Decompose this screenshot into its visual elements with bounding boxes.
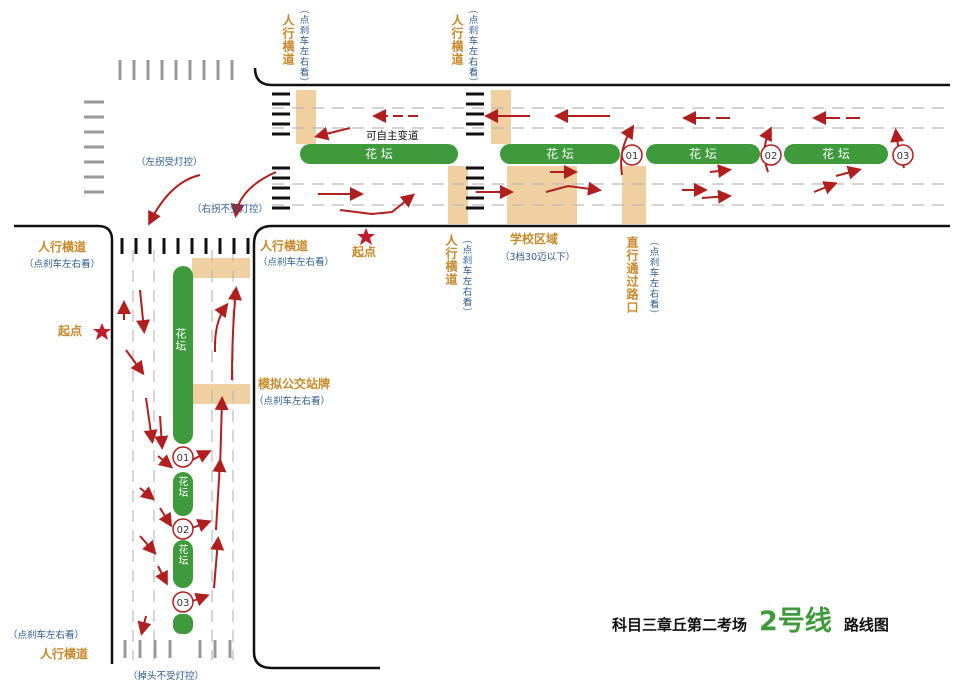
title-route: 2号线 xyxy=(759,606,832,637)
crosswalk-label-top-right: 人行横道 xyxy=(450,14,464,66)
road-edges xyxy=(14,67,950,670)
flower-bed-4: 花 坛 xyxy=(822,146,850,161)
marker-02-top xyxy=(760,144,782,166)
marker-01-side-label: 01 xyxy=(177,453,190,464)
start-label-left: 起点 xyxy=(58,324,83,338)
crosswalk-label-mid: 人行横道 xyxy=(444,234,458,286)
crossings xyxy=(192,90,646,404)
title-main: 科目三章丘第二考场 xyxy=(612,616,748,634)
checkpoint-markers xyxy=(172,144,914,613)
marker-03-top-label: 03 xyxy=(897,151,910,162)
bus-stop-label: 模拟公交站牌 xyxy=(258,377,331,391)
crosswalk-label-left: 人行横道 xyxy=(38,240,87,254)
marker-01-side xyxy=(172,446,194,468)
start-stars xyxy=(93,228,375,340)
start-star-left xyxy=(93,323,111,340)
brake-label-top-right: （点刹车左右看） xyxy=(466,4,478,88)
brake-label-straight: （点刹车左右看） xyxy=(647,236,659,320)
school-zone-label: 学校区域 xyxy=(510,232,559,246)
self-lane-change-label: 可自主变道 xyxy=(366,130,419,142)
straight-through-label: 直行通过路口 xyxy=(625,236,639,314)
right-turn-no-light-label: （右拐不受灯控） xyxy=(192,204,269,215)
marker-01-top-label: 01 xyxy=(626,151,639,162)
flower-bed-2: 花 坛 xyxy=(546,146,574,161)
flower-bed-3: 花 坛 xyxy=(689,146,717,161)
stop-bars xyxy=(120,92,484,254)
school-speed-label: （3档30迈以下） xyxy=(500,252,576,263)
title-suffix: 路线图 xyxy=(843,616,889,634)
brake-label-mid: （点刹车左右看） xyxy=(460,234,472,318)
marker-02-top-label: 02 xyxy=(765,151,778,162)
marker-03-side-label: 03 xyxy=(177,598,190,609)
brake-label-bus: （点刹车左右看） xyxy=(254,396,331,407)
flower-bed-vertical-1: 花坛 xyxy=(174,328,187,352)
islands xyxy=(173,144,888,634)
left-turn-light-label: （左拐受灯控） xyxy=(136,157,203,168)
map-title: 科目三章丘第二考场 2号线 路线图 xyxy=(612,599,889,638)
flower-bed-vertical-2: 花坛 xyxy=(176,476,187,498)
crosswalk-label-top-left: 人行横道 xyxy=(281,14,295,66)
marker-02-side-label: 02 xyxy=(177,525,190,536)
start-star-right xyxy=(357,228,375,245)
brake-label-left: （点刹车左右看） xyxy=(24,259,101,270)
marker-02-side xyxy=(172,518,194,540)
crosswalk-label-bottom: 人行横道 xyxy=(40,647,89,661)
zebra-stripes xyxy=(84,60,234,658)
marker-01-top xyxy=(621,144,643,166)
start-label-right: 起点 xyxy=(352,245,377,259)
marker-03-top xyxy=(892,144,914,166)
flower-bed-vertical-3: 花坛 xyxy=(176,544,187,566)
crosswalk-label-corner: 人行横道 xyxy=(260,239,309,253)
brake-label-top-left: （点刹车左右看） xyxy=(297,4,309,88)
brake-label-bottom: （点刹车左右看） xyxy=(8,630,85,641)
brake-label-corner: （点刹车左右看） xyxy=(258,257,335,268)
flower-bed-1: 花 坛 xyxy=(365,146,393,161)
u-turn-label: （掉头不受灯控） xyxy=(128,671,205,682)
marker-03-side xyxy=(172,591,194,613)
